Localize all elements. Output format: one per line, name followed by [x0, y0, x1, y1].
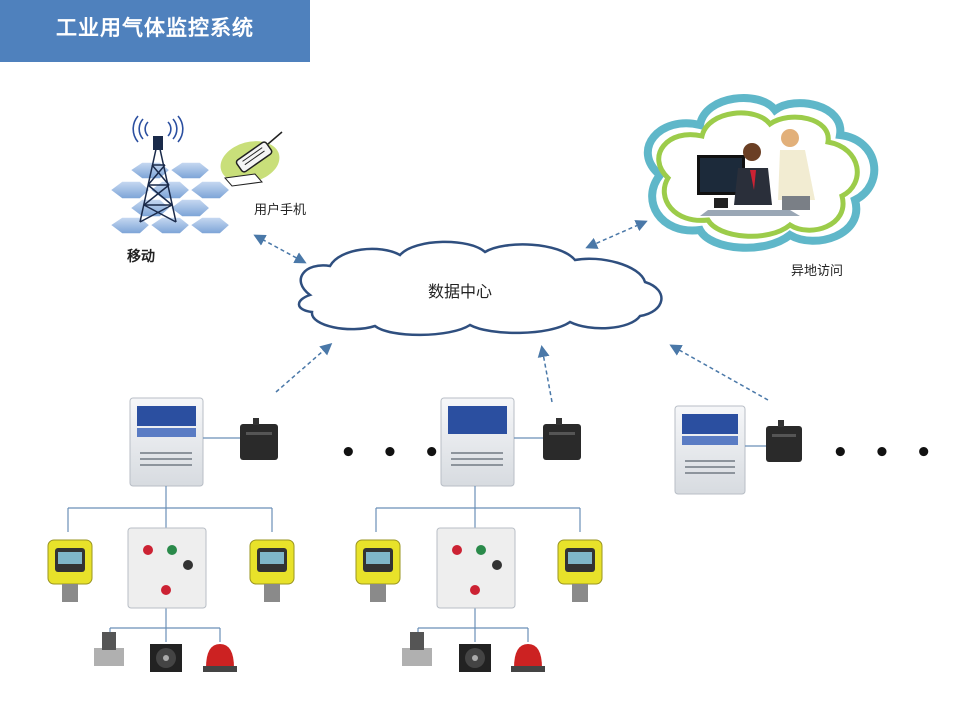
user-phone-label: 用户手机	[254, 203, 307, 218]
alarm-light-icon	[203, 644, 237, 672]
gas-controller-icon	[129, 397, 204, 487]
transmitter-module-icon	[543, 418, 581, 460]
alarm-light-icon	[511, 644, 545, 672]
link-mobile-datacenter	[253, 234, 307, 264]
linkage-control-box-icon	[436, 527, 516, 609]
ellipsis-more-sites: • • •	[340, 438, 448, 468]
phone-icon	[220, 131, 283, 187]
transmitter-module-icon	[240, 418, 278, 460]
gas-detector-icon	[355, 539, 401, 602]
site-group-3	[674, 405, 802, 495]
transmitter-module-icon	[766, 420, 802, 462]
link-remote-datacenter	[585, 220, 648, 249]
exhaust-fan-icon	[459, 644, 491, 672]
title-bar: 工业用气体监控系统	[0, 0, 310, 62]
mobile-label: 移动	[127, 249, 155, 265]
link-site2-datacenter	[537, 345, 553, 403]
data-center-cloud-icon	[297, 240, 663, 337]
ellipsis-more-sites: • • •	[832, 438, 940, 468]
gas-detector-icon	[249, 539, 295, 602]
link-site1-datacenter	[275, 343, 333, 393]
exhaust-fan-icon	[150, 644, 182, 672]
mobile-tower-icon	[108, 115, 232, 235]
link-site3-datacenter	[669, 344, 769, 401]
remote-access-label: 异地访问	[791, 264, 844, 279]
site-group-1	[47, 397, 295, 672]
gas-detector-icon	[557, 539, 603, 602]
data-center-label: 数据中心	[428, 282, 493, 301]
site-group-2	[355, 397, 603, 672]
page-title: 工业用气体监控系统	[56, 16, 254, 40]
gas-controller-icon	[674, 405, 746, 495]
solenoid-valve-icon	[402, 632, 432, 666]
gas-controller-icon	[440, 397, 515, 487]
gas-detector-icon	[47, 539, 93, 602]
linkage-control-box-icon	[127, 527, 207, 609]
solenoid-valve-icon	[94, 632, 124, 666]
remote-cloud-icon	[643, 94, 879, 252]
